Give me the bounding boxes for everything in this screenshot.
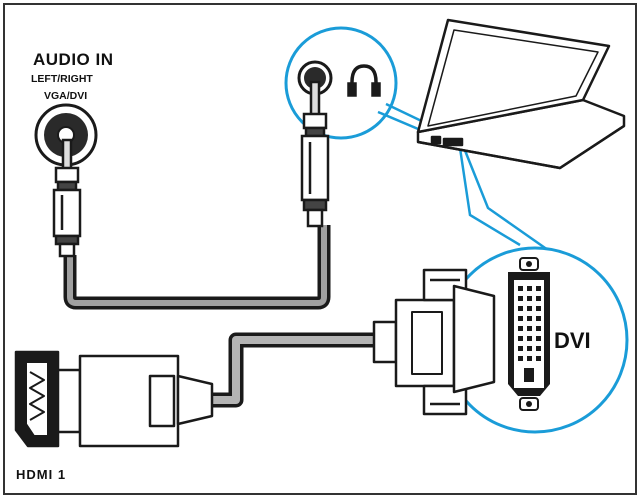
audio-cable <box>63 225 331 310</box>
dvi-pin <box>527 346 532 351</box>
audio-in-port <box>34 103 98 167</box>
diagram-frame <box>3 3 637 495</box>
dvi-pin <box>536 306 541 311</box>
dvi-pin <box>518 336 523 341</box>
headphone-jack <box>297 60 333 96</box>
audio-plug-left <box>52 138 82 258</box>
hdmi-port <box>14 350 60 448</box>
dvi-pin <box>536 296 541 301</box>
dvi-pin <box>536 286 541 291</box>
dvi-pin <box>527 296 532 301</box>
headphones-icon <box>347 64 381 97</box>
dvi-pin <box>518 286 523 291</box>
dvi-label: DVI <box>554 328 591 353</box>
dvi-port <box>508 257 550 411</box>
hdmi-label: HDMI 1 <box>16 467 67 482</box>
dvi-pin <box>518 296 523 301</box>
hdmi-plug <box>56 354 214 448</box>
dvi-pin <box>527 326 532 331</box>
dvi-pin <box>527 306 532 311</box>
dvi-pin <box>527 356 532 361</box>
dvi-pin <box>536 356 541 361</box>
hdmi-dvi-cable <box>212 332 380 408</box>
dvi-pin <box>536 326 541 331</box>
audio-in-subtitle-left-right: LEFT/RIGHT <box>31 73 93 85</box>
dvi-pin <box>518 326 523 331</box>
dvi-pin <box>518 346 523 351</box>
dvi-pin <box>527 316 532 321</box>
dvi-cable-connector <box>372 268 496 416</box>
laptop <box>416 18 626 170</box>
dvi-pin <box>527 286 532 291</box>
dvi-pin <box>536 336 541 341</box>
dvi-pin <box>518 316 523 321</box>
dvi-pin <box>536 346 541 351</box>
dvi-pin <box>536 316 541 321</box>
audio-in-title: AUDIO IN <box>33 50 114 69</box>
audio-in-subtitle-vga-dvi: VGA/DVI <box>44 90 88 102</box>
audio-plug-right <box>300 80 330 228</box>
dvi-pin <box>518 306 523 311</box>
dvi-pin <box>527 336 532 341</box>
dvi-pin <box>518 356 523 361</box>
